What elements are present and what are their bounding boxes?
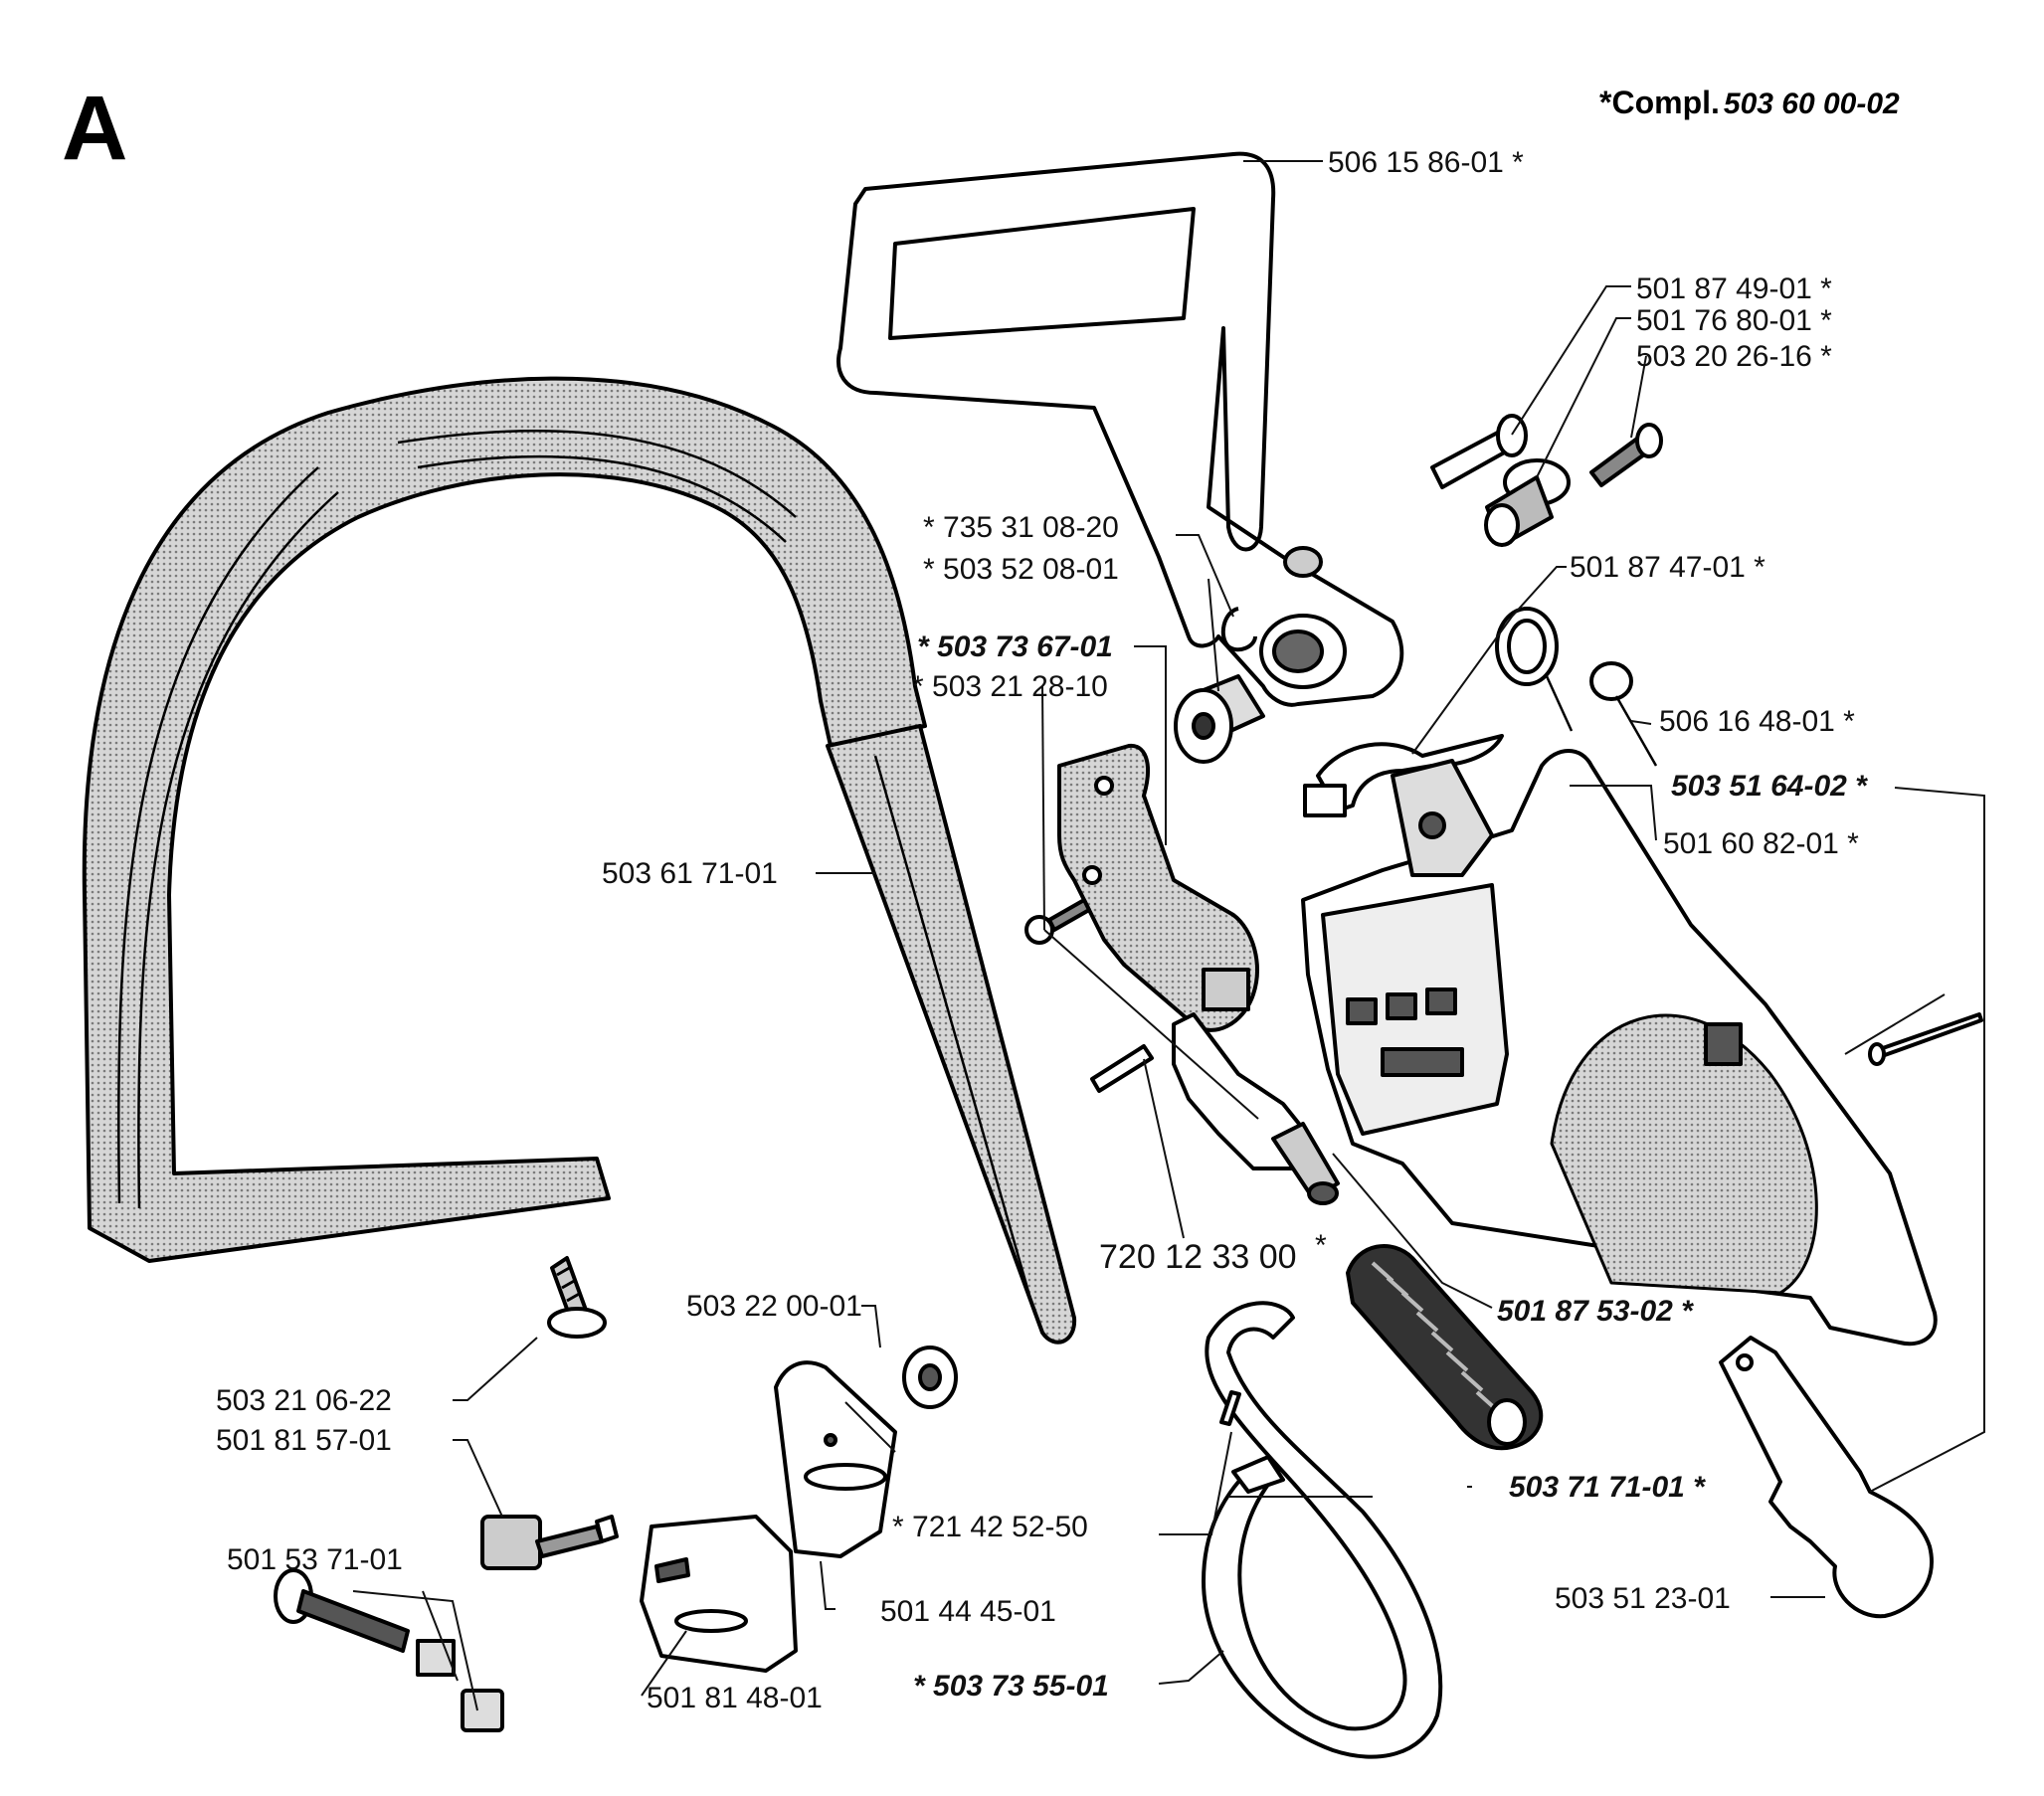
screw-503-20-26 <box>1589 423 1663 487</box>
bar-plate-721-42-52 <box>774 1360 897 1558</box>
label-cover-bold: 503 51 64-02 * <box>1671 770 1868 803</box>
kit-prefix: *Compl. <box>1599 85 1720 120</box>
label-plate-inner: 501 44 45-01 <box>880 1595 1056 1628</box>
pin-720-12-33 <box>1090 1044 1154 1093</box>
hand-guard-upright <box>826 724 1077 1345</box>
label-spring-small: 506 16 48-01 * <box>1659 705 1855 738</box>
nut-503-22-00 <box>902 1346 958 1409</box>
bar-plate-501-44-45 <box>640 1515 798 1673</box>
torsion-spring <box>1495 607 1658 767</box>
label-cover-plain: 501 60 82-01 * <box>1663 827 1859 860</box>
complete-kit-label: *Compl.503 60 00-02 <box>1599 85 1900 120</box>
label-lever-plate: 503 51 23-01 <box>1555 1582 1731 1615</box>
bolt-501-87-49 <box>1430 414 1528 489</box>
chain-brake-cover <box>1301 749 1938 1347</box>
label-bolt: 501 87 49-01 * <box>1636 272 1832 305</box>
label-adjuster: 501 53 71-01 <box>227 1543 403 1576</box>
brake-plate-503-73-67 <box>1057 743 1259 1032</box>
label-pin: 720 12 33 00 <box>1099 1238 1297 1276</box>
coil-spring-503-71-71 <box>1346 1244 1544 1451</box>
part-labels: 506 15 86-01 * 501 87 49-01 * 501 76 80-… <box>216 146 1868 1714</box>
brake-pin <box>1219 1390 1241 1426</box>
circlip <box>1220 607 1257 652</box>
bushing-501-76-80 <box>1484 458 1571 547</box>
label-brake-band: * 503 73 55-01 <box>913 1670 1109 1703</box>
kit-number: 503 60 00-02 <box>1724 88 1900 120</box>
label-pin-star: * <box>1315 1229 1327 1262</box>
label-tensioner: 501 81 57-01 <box>216 1424 392 1457</box>
label-bar-plate: 501 81 48-01 <box>647 1682 823 1714</box>
brake-band-503-73-55 <box>1202 1301 1443 1759</box>
label-nut: 503 22 00-01 <box>686 1290 862 1323</box>
label-brake-plate: * 503 73 67-01 <box>917 630 1113 663</box>
tensioner-501-81-57 <box>480 1515 619 1570</box>
label-screw-c: 503 21 06-22 <box>216 1384 392 1417</box>
label-lever: 501 87 53-02 * <box>1497 1295 1694 1328</box>
hand-guard-hoop <box>82 376 927 1263</box>
label-plate-outer: * 721 42 52-50 <box>892 1511 1088 1543</box>
screw-503-21-28 <box>1024 898 1091 945</box>
label-screw: 503 20 26-16 * <box>1636 340 1832 373</box>
bushing-503-52-08 <box>1174 674 1265 764</box>
lever-plate-503-51-23 <box>1719 1336 1934 1619</box>
label-guard-bar: 503 61 71-01 <box>602 857 778 890</box>
section-letter: A <box>62 78 127 179</box>
leader-lines <box>352 160 1985 1711</box>
label-bushing: 501 76 80-01 * <box>1636 304 1832 337</box>
label-circlip: * 735 31 08-20 <box>923 511 1119 544</box>
label-bushing-b: * 503 52 08-01 <box>923 553 1119 586</box>
adjuster-501-53-71 <box>274 1568 504 1732</box>
label-screw-b: * 503 21 28-10 <box>912 670 1108 703</box>
label-front-handle: 506 15 86-01 * <box>1328 146 1524 179</box>
label-spring-clip: 501 87 47-01 * <box>1570 551 1765 584</box>
lever-501-87-53 <box>1172 1012 1340 1205</box>
screw-503-21-06 <box>547 1256 607 1339</box>
front-handle <box>836 151 1404 707</box>
spring-clip <box>1303 734 1504 817</box>
rivet <box>1868 1012 1983 1066</box>
label-spring: 503 71 71-01 * <box>1509 1471 1706 1504</box>
